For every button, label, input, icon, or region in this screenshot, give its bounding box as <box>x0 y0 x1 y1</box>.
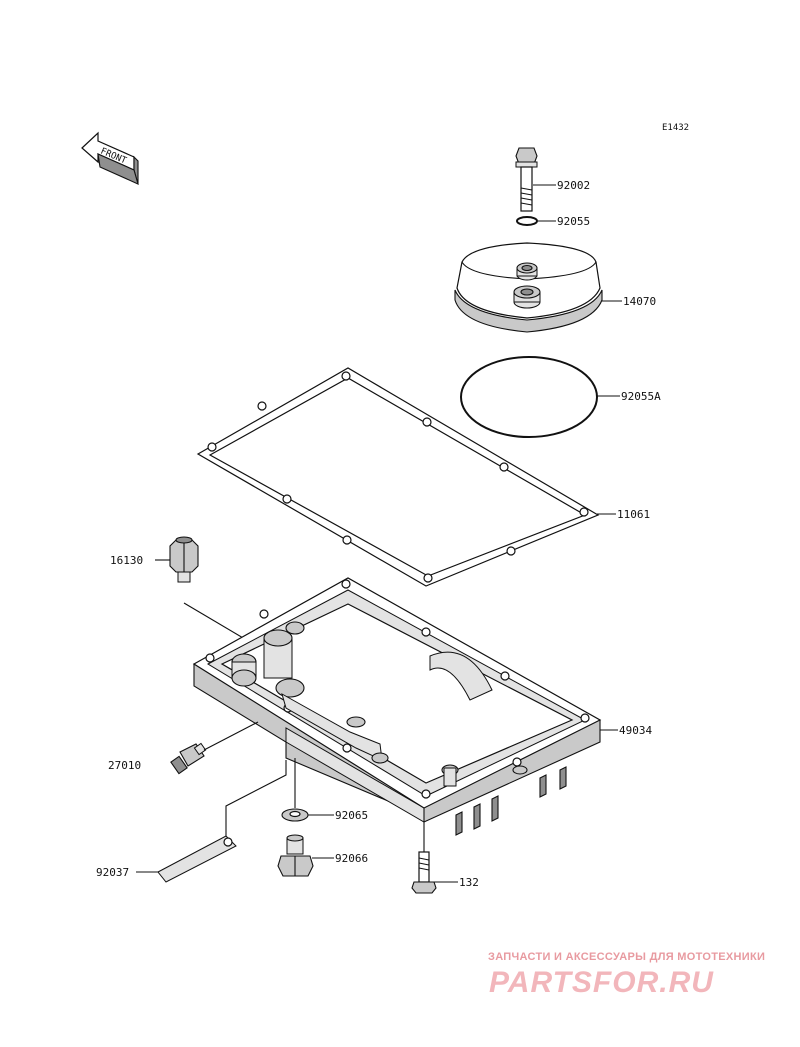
label-27010: 27010 <box>108 759 141 772</box>
label-11061: 11061 <box>617 508 650 521</box>
label-92055: 92055 <box>557 215 590 228</box>
label-16130: 16130 <box>110 554 143 567</box>
diagram-ref-code: E1432 <box>662 123 689 133</box>
bolt-92002 <box>515 147 538 212</box>
switch-27010 <box>170 742 207 775</box>
washer-92065 <box>281 808 309 822</box>
washer-92055 <box>516 216 538 226</box>
label-92037: 92037 <box>96 866 129 879</box>
label-132: 132 <box>459 876 479 889</box>
oil-pan-49034 <box>192 577 602 836</box>
label-49034: 49034 <box>619 724 652 737</box>
drain-plug-92066 <box>277 834 314 877</box>
fitting-16130 <box>169 536 199 583</box>
bolt-132 <box>411 808 437 894</box>
label-92066: 92066 <box>335 852 368 865</box>
watermark-logo: PARTSFOR.RU <box>489 966 714 999</box>
watermark-tagline: ЗАПЧАСТИ И АКСЕССУАРЫ ДЛЯ МОТОТЕХНИКИ <box>488 951 766 963</box>
label-92065: 92065 <box>335 809 368 822</box>
cover-14070 <box>454 242 603 333</box>
label-92055A: 92055A <box>621 390 661 403</box>
clamp-92037 <box>157 835 237 883</box>
label-14070: 14070 <box>623 295 656 308</box>
oring-92055A <box>460 356 598 438</box>
front-arrow-icon: FRONT <box>81 131 139 185</box>
gasket-11061 <box>196 367 600 587</box>
label-92002: 92002 <box>557 179 590 192</box>
